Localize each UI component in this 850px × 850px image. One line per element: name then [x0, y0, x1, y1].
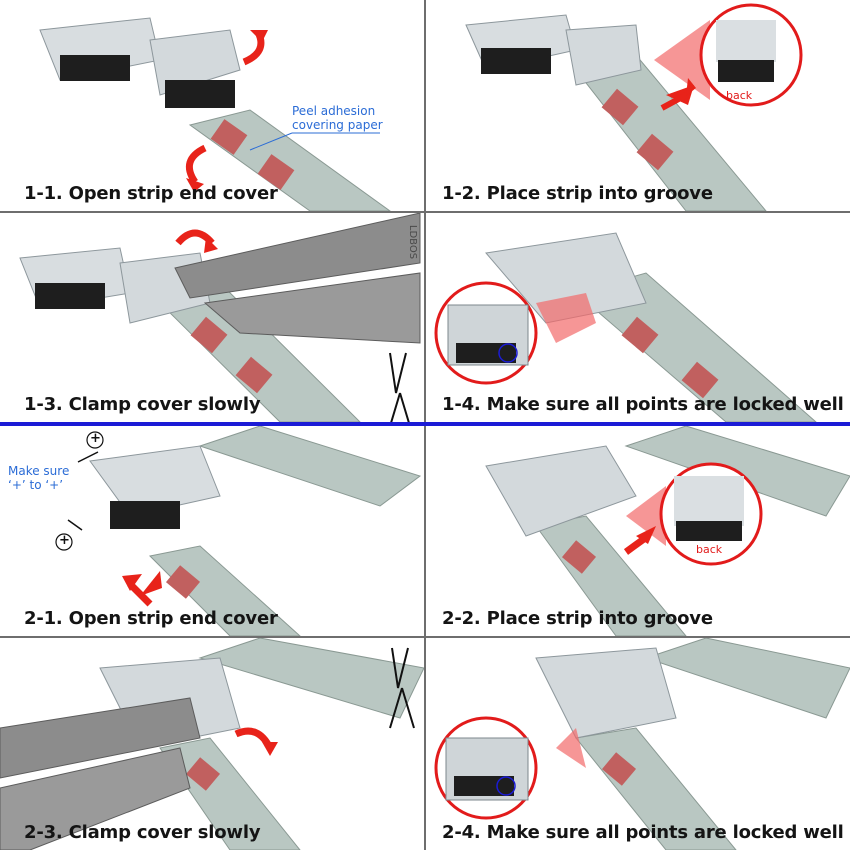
- panel-1-1-illustration: [39, 17, 391, 211]
- horizontal-divider-bottom: [0, 636, 850, 638]
- step-caption-1-1: 1-1. Open strip end cover: [24, 183, 278, 204]
- step-caption-2-4: 2-4. Make sure all points are locked wel…: [442, 822, 844, 843]
- panel-2-2-illustration: [485, 426, 850, 636]
- plus-sign-top: +: [90, 431, 101, 446]
- step-caption-1-4: 1-4. Make sure all points are locked wel…: [442, 394, 844, 415]
- panel-1-3-illustration: [19, 213, 421, 422]
- zoom-back-label-1-2: back: [726, 89, 753, 102]
- panel-1-4-illustration: [434, 232, 817, 422]
- zoom-back-label-2-2: back: [696, 543, 723, 556]
- peel-note: Peel adhesion covering paper: [292, 104, 383, 132]
- panel-1-2-illustration: [465, 3, 803, 211]
- panel-2-1: + + Make sure ‘+’ to ‘+’ 2-1. Open strip…: [0, 426, 424, 636]
- section-divider: [0, 422, 850, 426]
- step-caption-1-2: 1-2. Place strip into groove: [442, 183, 713, 204]
- plus-sign-bottom: +: [59, 533, 70, 548]
- panel-1-1: Peel adhesion covering paper 1-1. Open s…: [0, 0, 424, 211]
- panel-2-3-illustration: [0, 638, 424, 850]
- panel-2-4: 2-4. Make sure all points are locked wel…: [426, 638, 850, 850]
- panel-1-3: LDBOS 1-3. Clamp cover slowly: [0, 213, 424, 422]
- panel-1-2: back 1-2. Place strip into groove: [426, 0, 850, 211]
- panel-2-4-illustration: [434, 638, 850, 850]
- polarity-note: Make sure ‘+’ to ‘+’: [8, 464, 69, 492]
- peel-note-line-1: Peel adhesion: [292, 104, 376, 118]
- panel-1-4: 1-4. Make sure all points are locked wel…: [426, 213, 850, 422]
- step-caption-2-2: 2-2. Place strip into groove: [442, 608, 713, 629]
- step-caption-2-1: 2-1. Open strip end cover: [24, 608, 278, 629]
- plier-brand-text: LDBOS: [407, 224, 419, 260]
- polarity-note-line-1: Make sure: [8, 464, 70, 478]
- step-caption-1-3: 1-3. Clamp cover slowly: [24, 394, 261, 415]
- horizontal-divider-top: [0, 211, 850, 213]
- panel-2-3: 2-3. Clamp cover slowly: [0, 638, 424, 850]
- panel-2-1-illustration: [55, 426, 422, 636]
- step-caption-2-3: 2-3. Clamp cover slowly: [24, 822, 261, 843]
- peel-note-line-2: covering paper: [292, 118, 383, 132]
- panel-2-2: back 2-2. Place strip into groove: [426, 426, 850, 636]
- polarity-note-line-2: ‘+’ to ‘+’: [8, 478, 64, 492]
